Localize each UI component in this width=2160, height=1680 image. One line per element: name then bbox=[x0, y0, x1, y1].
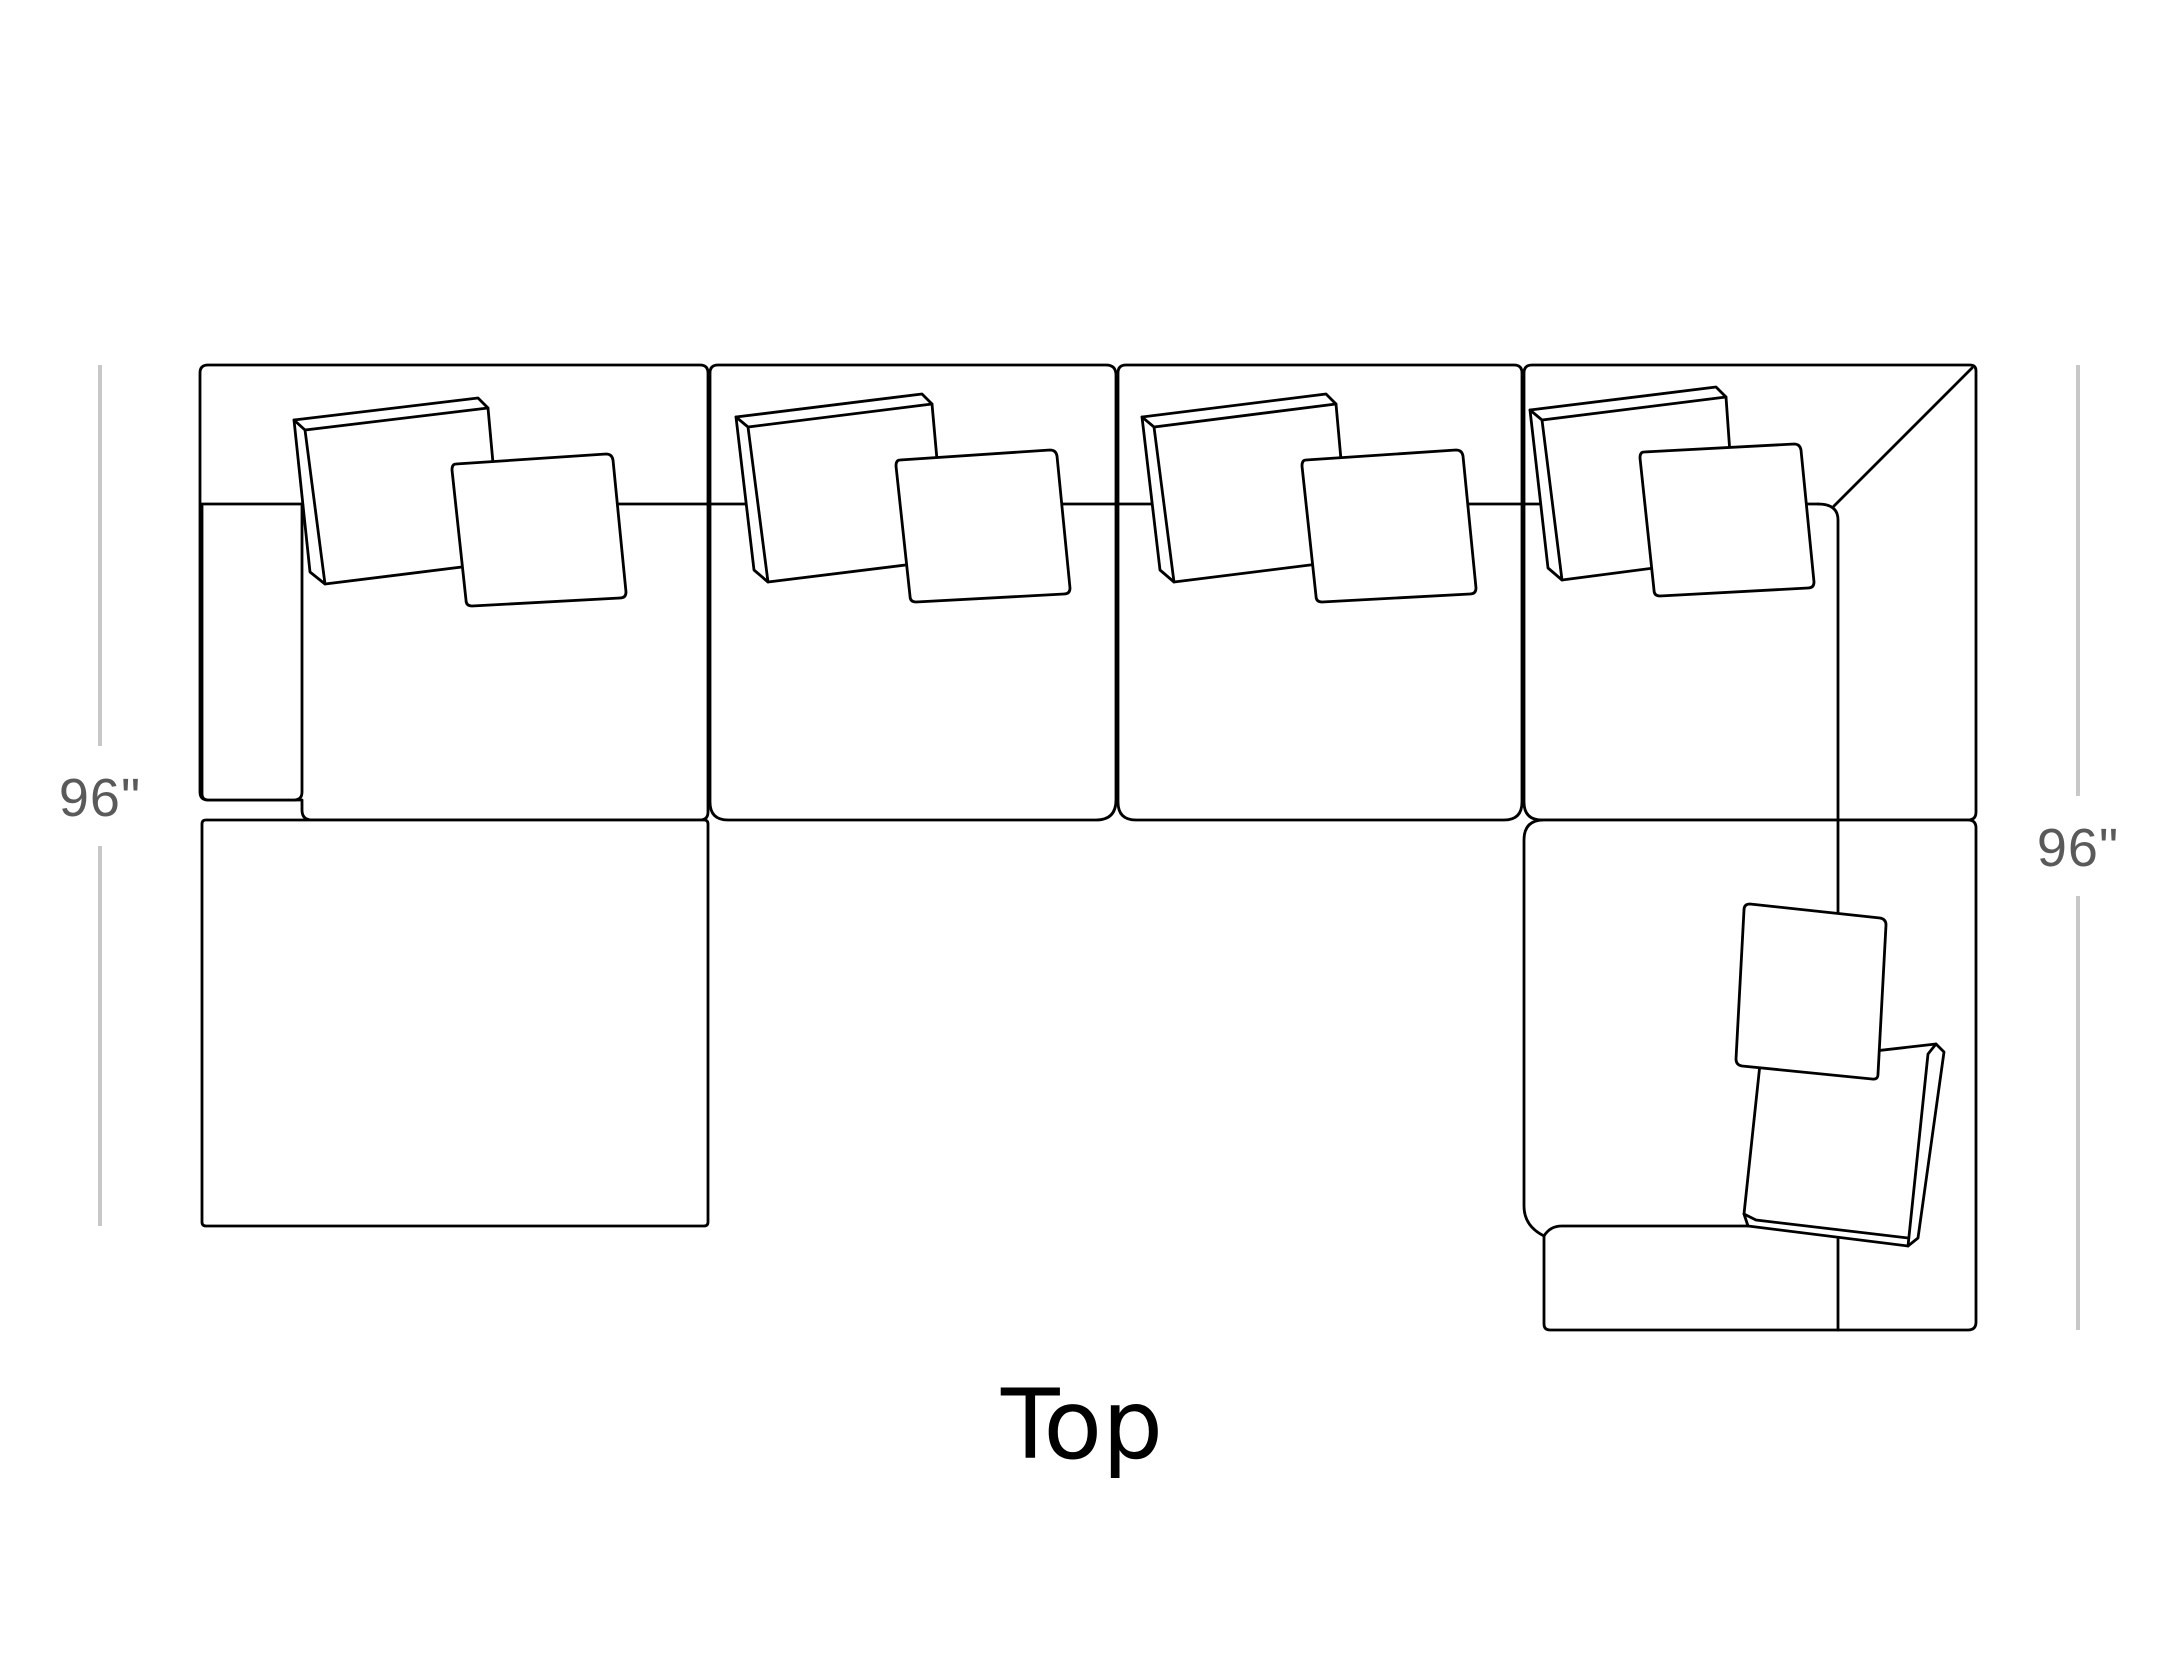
pillow-small-5 bbox=[1734, 902, 1888, 1081]
view-label: Top bbox=[1000, 1369, 1163, 1481]
pillow-large-2-edge bbox=[734, 402, 934, 584]
left-dimension-label: 96" bbox=[59, 768, 141, 828]
right-dimension-label: 96" bbox=[2037, 818, 2119, 878]
pillow-large-4-edge bbox=[1528, 395, 1728, 582]
pillow-group-4 bbox=[1528, 385, 1816, 598]
pillow-group-5 bbox=[1734, 902, 1946, 1248]
pillow-small-1 bbox=[450, 452, 628, 608]
pillow-small-3 bbox=[1300, 448, 1478, 604]
pillow-large-3-edge bbox=[1140, 402, 1338, 584]
right-chaise-seat-front bbox=[1542, 1224, 1840, 1238]
left-dimension: 96" bbox=[59, 365, 141, 1226]
bottom-left-ottoman bbox=[200, 818, 710, 1228]
corner-diagonal-line bbox=[1832, 366, 1974, 508]
pillow-large-5-edge bbox=[1742, 1042, 1938, 1248]
pillow-large-5 bbox=[1742, 1042, 1946, 1248]
pillow-group-1 bbox=[292, 396, 628, 608]
left-arm bbox=[200, 502, 304, 802]
pillow-group-3 bbox=[1140, 392, 1478, 604]
pillow-small-2 bbox=[894, 448, 1072, 604]
pillows bbox=[292, 385, 1946, 1248]
pillow-small-4 bbox=[1638, 442, 1816, 598]
pillow-group-2 bbox=[734, 392, 1072, 604]
right-dimension: 96" bbox=[2037, 365, 2119, 1330]
corner-inner-edge bbox=[1816, 502, 1840, 822]
pillow-large-1-edge bbox=[292, 406, 490, 586]
